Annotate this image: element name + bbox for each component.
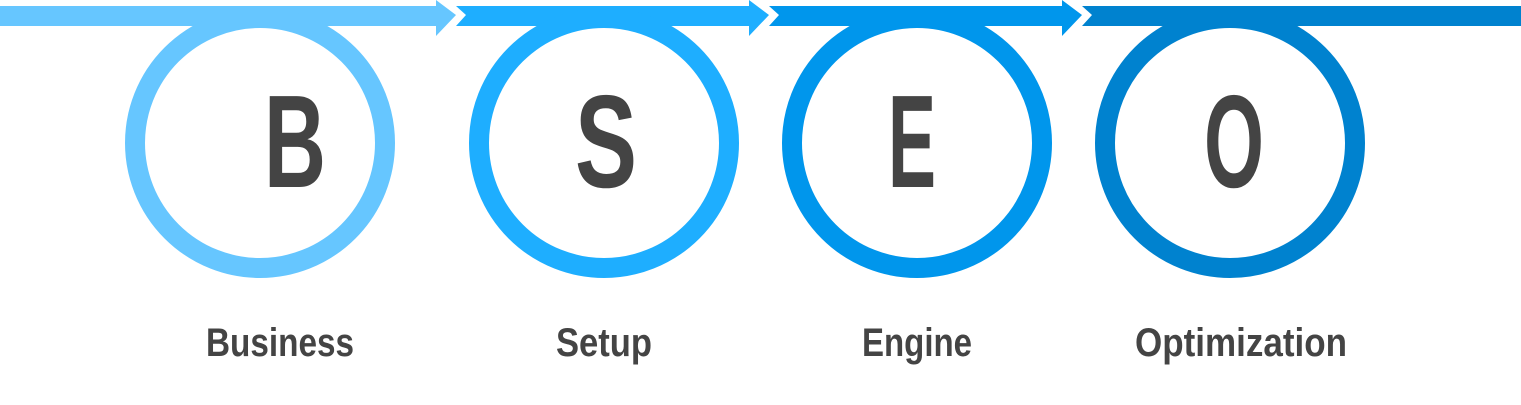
step-letters: B S E O — [264, 68, 1264, 215]
arrow-segment-optimization — [1082, 6, 1521, 26]
step-label-engine: Engine — [862, 321, 972, 365]
step-circle-engine — [782, 8, 1052, 278]
step-letter-business: B — [264, 68, 326, 215]
step-letter-engine: E — [888, 68, 936, 215]
step-label-setup: Setup — [556, 321, 652, 365]
step-letter-setup: S — [575, 68, 637, 215]
step-circle-optimization — [1095, 8, 1365, 278]
step-circle-setup — [469, 8, 739, 278]
step-label-optimization: Optimization — [1135, 321, 1347, 365]
step-labels: Business Setup Engine Optimization — [206, 321, 1347, 365]
step-circles — [125, 8, 1365, 278]
step-circle-business — [125, 8, 395, 278]
step-label-business: Business — [206, 321, 354, 365]
step-letter-optimization: O — [1204, 68, 1264, 215]
